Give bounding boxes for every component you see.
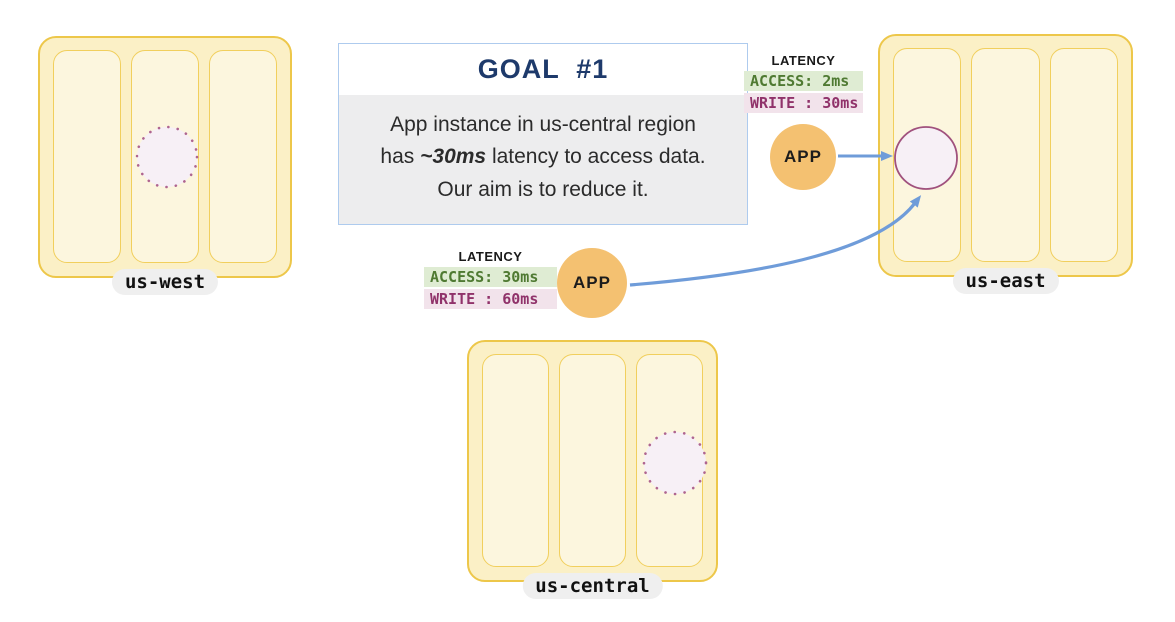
latency-write-badge: WRITE : 60ms [424,289,557,309]
latency-access-badge: ACCESS: 2ms [744,71,863,91]
goal-line-3: Our aim is to reduce it. [437,177,649,201]
latency-title: LATENCY [771,53,836,68]
goal-line-2: has ~30ms latency to access data. [380,145,706,169]
app-instance-east: APP [770,124,836,190]
goal-body-text: App instance in us-central region has ~3… [339,95,747,224]
region-us-west: us-west [38,36,292,295]
zone-column [53,50,121,263]
database-circle-dotted-icon [135,125,199,189]
region-label-us-central: us-central [522,573,663,599]
region-us-central: us-central [467,340,718,599]
goal-title: GOAL #1 [477,54,609,84]
region-us-east: us-east [878,34,1133,294]
latency-write-badge: WRITE : 30ms [744,93,863,113]
latency-block-central: LATENCY ACCESS: 30ms WRITE : 60ms [424,249,557,311]
latency-title: LATENCY [458,249,523,264]
zone-column [209,50,277,263]
database-circle-dotted-icon [642,430,708,496]
goal-callout: GOAL #1 App instance in us-central regio… [338,43,748,225]
latency-access-badge: ACCESS: 30ms [424,267,557,287]
region-label-us-east: us-east [952,268,1059,294]
database-circle-solid-icon [894,126,958,190]
latency-block-east: LATENCY ACCESS: 2ms WRITE : 30ms [744,53,863,115]
goal-header: GOAL #1 [339,44,747,95]
app-instance-central: APP [557,248,627,318]
zone-column [482,354,549,567]
goal-latency-emphasis: ~30ms [420,145,487,169]
zone-column [971,48,1040,262]
zone-column [1049,48,1118,262]
goal-line-1: App instance in us-central region [390,112,696,136]
zone-column [559,354,626,567]
region-label-us-west: us-west [111,269,219,295]
